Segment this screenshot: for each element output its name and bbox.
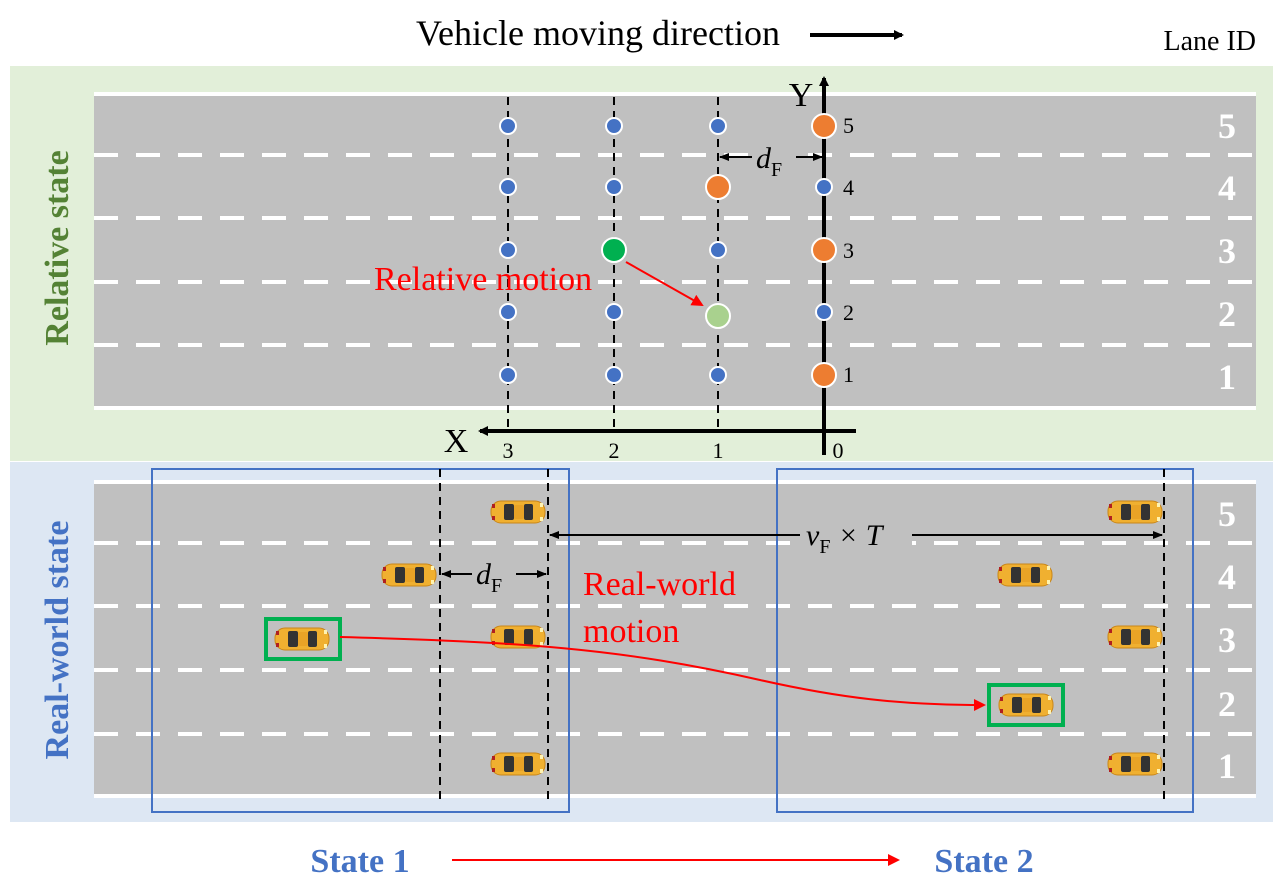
ego-start-point bbox=[601, 237, 627, 263]
ego-end-point bbox=[705, 303, 731, 329]
lane-id: 5 bbox=[1218, 106, 1236, 146]
car bbox=[490, 500, 546, 524]
car bbox=[1107, 752, 1163, 776]
x-axis-label: X bbox=[444, 423, 469, 460]
ego-car-box-state2 bbox=[987, 683, 1065, 727]
car bbox=[1107, 500, 1163, 524]
lane-id: 1 bbox=[1218, 357, 1236, 397]
x-tick: 1 bbox=[713, 438, 724, 463]
realworld-motion-label-line2: motion bbox=[583, 613, 679, 650]
lane-id: 4 bbox=[1218, 557, 1236, 597]
y-tick: 1 bbox=[843, 362, 854, 387]
realworld-motion-curve bbox=[339, 636, 986, 711]
y-tick: 2 bbox=[843, 300, 854, 325]
state2-box bbox=[776, 468, 1194, 813]
realworld-motion-label-line1: Real-world bbox=[583, 566, 736, 603]
x-tick: 2 bbox=[609, 438, 620, 463]
relative-road bbox=[94, 92, 1256, 410]
car bbox=[490, 752, 546, 776]
grid-points bbox=[499, 117, 833, 384]
moving-direction-label: Vehicle moving direction bbox=[416, 13, 780, 53]
car bbox=[381, 563, 437, 587]
lane-id: 3 bbox=[1218, 231, 1236, 271]
x-tick: 3 bbox=[503, 438, 514, 463]
lane-id: 3 bbox=[1218, 620, 1236, 660]
vT-label: vF × T bbox=[806, 519, 885, 558]
state2-label: State 2 bbox=[934, 843, 1033, 880]
lane-id: 1 bbox=[1218, 746, 1236, 786]
car bbox=[998, 693, 1054, 717]
dF-realworld-label: dF bbox=[476, 558, 502, 597]
lane-id: 2 bbox=[1218, 684, 1236, 724]
relative-motion-arrow bbox=[625, 261, 704, 306]
y-axis-label: Y bbox=[789, 77, 814, 114]
lane-id: 5 bbox=[1218, 494, 1236, 534]
dF-relative-label: dF bbox=[756, 142, 782, 181]
car bbox=[997, 563, 1053, 587]
x-tick: 0 bbox=[833, 438, 844, 463]
car bbox=[1107, 625, 1163, 649]
lane-id-title: Lane ID bbox=[1163, 26, 1256, 57]
realworld-state-side-label: Real-world state bbox=[39, 521, 76, 760]
lane-id: 2 bbox=[1218, 294, 1236, 334]
occupied-points bbox=[705, 113, 837, 388]
state1-box bbox=[151, 468, 570, 813]
realworld-dashed-lines bbox=[439, 469, 1165, 805]
relative-state-side-label: Relative state bbox=[39, 150, 76, 345]
state1-label: State 1 bbox=[310, 843, 409, 880]
ego-car-box-state1 bbox=[264, 617, 342, 661]
y-tick: 3 bbox=[843, 238, 854, 263]
y-tick: 5 bbox=[843, 113, 854, 138]
car bbox=[274, 627, 330, 651]
relative-motion-label: Relative motion bbox=[374, 261, 592, 298]
y-tick: 4 bbox=[843, 175, 854, 200]
lane-id: 4 bbox=[1218, 168, 1236, 208]
